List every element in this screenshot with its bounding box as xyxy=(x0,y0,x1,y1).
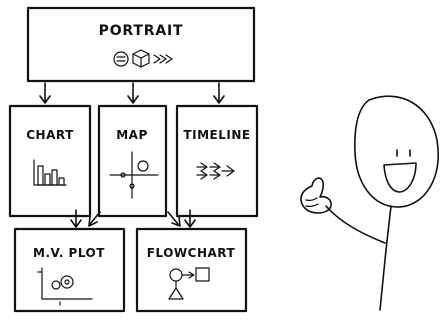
portrait-label: PORTRAIT xyxy=(99,23,184,39)
figure-body xyxy=(379,205,392,311)
chart-box: CHART xyxy=(8,104,92,218)
arrow-map-to-mvplot xyxy=(88,211,101,227)
chart-label: CHART xyxy=(26,128,74,142)
timeline-arrows-icon xyxy=(196,162,235,180)
map-label: MAP xyxy=(116,128,148,142)
arrows-row2 xyxy=(70,209,196,228)
cube-icon xyxy=(132,49,150,68)
map-icon xyxy=(109,151,159,199)
flowchart-label: FLOWCHART xyxy=(147,246,236,260)
map-box: MAP xyxy=(97,104,168,218)
arrow-timeline-to-flowchart xyxy=(184,209,196,228)
portrait-box: PORTRAIT xyxy=(26,6,256,83)
fast-forward-icon xyxy=(153,54,173,64)
scatter-plot-icon xyxy=(37,267,93,306)
arrow-to-map xyxy=(127,82,139,104)
thumbs-up-icon xyxy=(300,177,332,214)
arrows-row1 xyxy=(39,82,225,104)
arrow-map-to-flowchart xyxy=(167,211,181,227)
face-icon xyxy=(113,51,129,67)
smile-mouth xyxy=(383,162,417,193)
flowchart-icon xyxy=(168,267,210,300)
figure-head xyxy=(354,95,439,208)
flowchart-box: FLOWCHART xyxy=(135,227,248,313)
timeline-box: TIMELINE xyxy=(175,104,259,218)
mvplot-box: M.V. PLOT xyxy=(13,227,126,313)
arrow-chart-to-mvplot xyxy=(70,209,82,228)
mvplot-label: M.V. PLOT xyxy=(33,246,105,260)
bar-chart-icon xyxy=(33,159,67,186)
arrow-to-timeline xyxy=(213,82,225,104)
portrait-icons xyxy=(113,49,173,68)
timeline-label: TIMELINE xyxy=(183,128,250,142)
figure-arm xyxy=(325,205,386,244)
stick-figure xyxy=(300,95,439,311)
arrow-to-chart xyxy=(39,82,51,104)
